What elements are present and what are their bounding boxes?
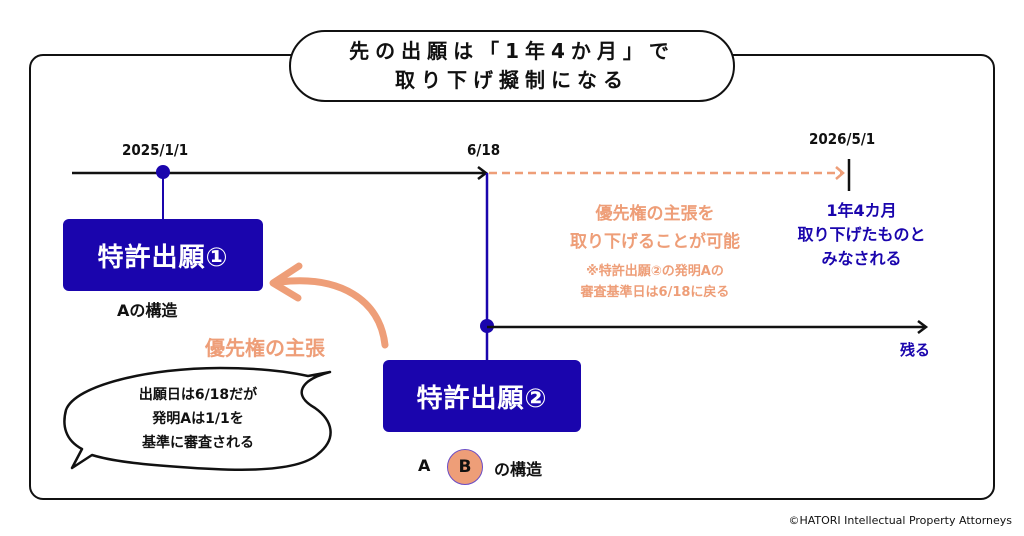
patent1-label: 特許出願①	[97, 242, 229, 273]
title-pill: 先の出願は「1年4か月」で 取り下げ擬制になる	[289, 30, 735, 102]
speech-bubble-line-2: 発明Aは1/1を	[152, 411, 244, 427]
circled-b-label: B	[458, 457, 472, 477]
deadline-date-label: 2026/5/1	[809, 130, 876, 148]
deadline-note-line-1: 1年4カ月	[826, 201, 897, 220]
remains-label: 残る	[900, 341, 931, 359]
patent2-structure-suffix: の構造	[494, 460, 543, 479]
speech-bubble-outline	[63, 366, 332, 472]
priority-date-label: 6/18	[467, 141, 501, 159]
title-line-2: 取り下げ擬制になる	[395, 68, 629, 92]
speech-bubble-line-1: 出願日は6/18だが	[138, 387, 258, 403]
withdrawal-note: 優先権の主張を 取り下げることが可能	[545, 200, 765, 256]
patent1-box: 特許出願①	[63, 219, 263, 291]
patent2-label: 特許出願②	[416, 383, 548, 414]
patent2-structure-prefix: A	[418, 456, 431, 475]
circled-b: B	[447, 449, 483, 485]
title-line-1: 先の出願は「1年4か月」で	[349, 39, 675, 63]
deadline-note-line-2: 取り下げたものと	[797, 225, 926, 244]
withdrawal-subnote: ※特許出願②の発明Aの 審査基準日は6/18に戻る	[545, 261, 765, 303]
withdrawal-period-arrowhead	[835, 166, 845, 180]
withdrawal-note-line-1: 優先権の主張を	[595, 204, 715, 224]
withdrawal-note-line-2: 取り下げることが可能	[570, 232, 740, 252]
withdrawal-subnote-line-2: 審査基準日は6/18に戻る	[580, 285, 730, 300]
withdrawal-subnote-line-1: ※特許出願②の発明Aの	[586, 264, 724, 279]
start-date-label: 2025/1/1	[122, 141, 189, 159]
copyright: ©HATORI Intellectual Property Attorneys	[788, 514, 1012, 527]
deadline-note: 1年4カ月 取り下げたものと みなされる	[779, 199, 944, 271]
priority-claim-arrowhead	[269, 262, 303, 302]
priority-claim-arrow	[276, 277, 389, 349]
deadline-note-line-3: みなされる	[821, 249, 902, 268]
speech-bubble-text: 出願日は6/18だが 発明Aは1/1を 基準に審査される	[98, 383, 298, 455]
priority-claim-label: 優先権の主張	[205, 336, 325, 360]
patent2-box: 特許出願②	[383, 360, 581, 432]
patent1-structure: Aの構造	[117, 301, 178, 320]
speech-bubble-line-3: 基準に審査される	[142, 435, 254, 451]
remains-arrowhead	[917, 320, 929, 334]
